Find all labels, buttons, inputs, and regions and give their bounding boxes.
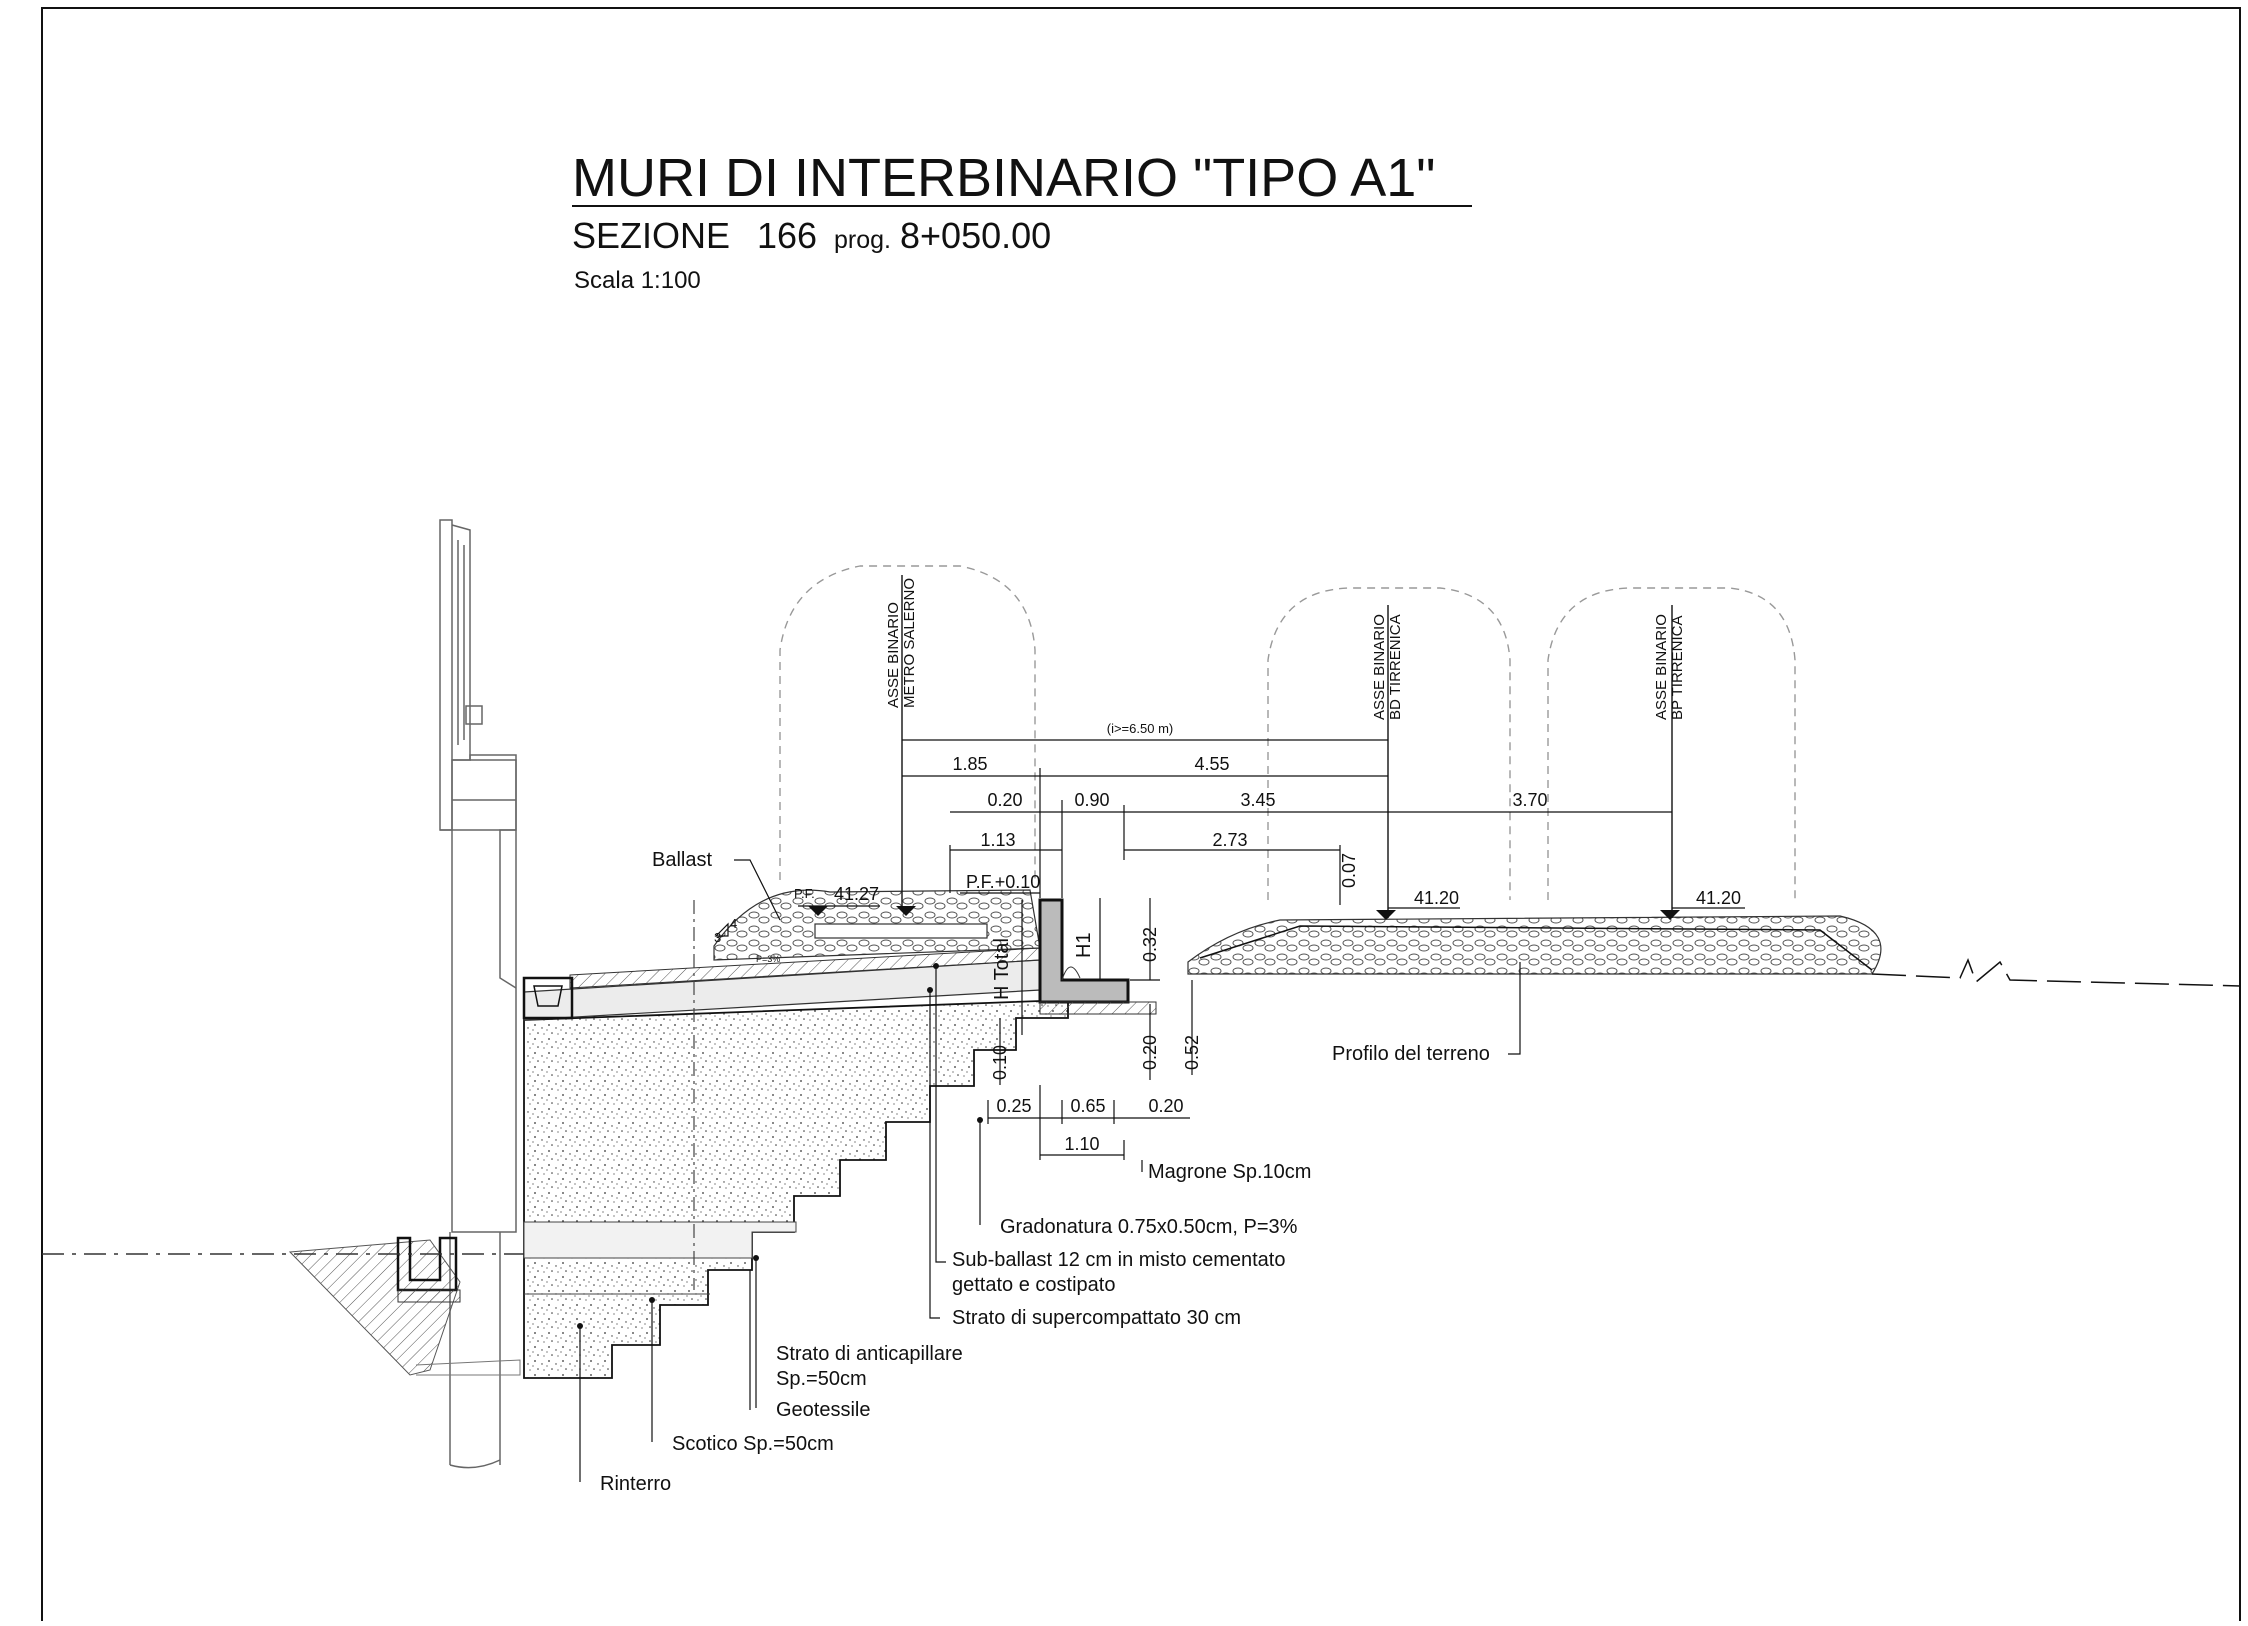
dim-032: 0.32 bbox=[1140, 927, 1160, 962]
label-ballast: Ballast bbox=[652, 849, 712, 871]
pf-marker bbox=[808, 906, 828, 916]
dim-185: 1.85 bbox=[952, 754, 987, 774]
label-geotessile: Geotessile bbox=[776, 1399, 871, 1421]
h1-label: H1 bbox=[1073, 932, 1095, 958]
dim-025: 0.25 bbox=[996, 1096, 1031, 1116]
dim-052: 0.52 bbox=[1182, 1035, 1202, 1070]
prog-value: 8+050.00 bbox=[900, 215, 1051, 256]
dim-273: 2.73 bbox=[1212, 830, 1247, 850]
section-number: 166 bbox=[757, 215, 817, 256]
label-anticapillare-2: Sp.=50cm bbox=[776, 1368, 867, 1390]
ground-profile-far bbox=[1871, 957, 2241, 987]
gauge-bp bbox=[1547, 587, 1796, 900]
dim-065: 0.65 bbox=[1070, 1096, 1105, 1116]
bp-elevation: 41.20 bbox=[1696, 888, 1741, 908]
anticapillare-layer bbox=[523, 1221, 797, 1259]
slope-v: 4 bbox=[730, 916, 737, 931]
leader-subballast bbox=[935, 966, 946, 1263]
label-scotico: Scotico Sp.=50cm bbox=[672, 1433, 834, 1455]
label-subballast-2: gettato e costipato bbox=[952, 1274, 1115, 1296]
dim-020c: 0.20 bbox=[1148, 1096, 1183, 1116]
axis-bp-label-2: BP TIRRENICA bbox=[1669, 616, 1686, 720]
label-gradonatura: Gradonatura 0.75x0.50cm, P=3% bbox=[1000, 1216, 1298, 1238]
axis-bp-label-1: ASSE BINARIO bbox=[1653, 614, 1670, 720]
section-label: SEZIONE bbox=[572, 215, 730, 256]
sheet-frame bbox=[41, 7, 2241, 1626]
axis-metro-label-1: ASSE BINARIO bbox=[885, 602, 902, 708]
gauge-bd bbox=[1267, 587, 1511, 900]
slope-triangle bbox=[714, 922, 729, 937]
dim-370: 3.70 bbox=[1512, 790, 1547, 810]
left-structure bbox=[439, 519, 517, 1469]
label-supercompattato: Strato di supercompattato 30 cm bbox=[952, 1307, 1241, 1329]
leader-profilo bbox=[1508, 962, 1521, 1055]
axis-bd-label-1: ASSE BINARIO bbox=[1371, 614, 1388, 720]
dim-010: 0.10 bbox=[990, 1045, 1010, 1080]
dim-020b: 0.20 bbox=[1140, 1035, 1160, 1070]
label-magrone: Magrone Sp.10cm bbox=[1148, 1161, 1311, 1183]
slope-note: P=3% bbox=[756, 954, 780, 964]
leader-ballast bbox=[734, 859, 781, 921]
pf-plus-010: P.F.+0.10 bbox=[966, 872, 1040, 892]
dim-345: 3.45 bbox=[1240, 790, 1275, 810]
htotal-label: H Total bbox=[991, 938, 1013, 1000]
ground-profile bbox=[1199, 925, 1873, 971]
embankment-body bbox=[523, 999, 1069, 1379]
pf-elevation: 41.27 bbox=[834, 884, 879, 904]
dim-110: 1.10 bbox=[1064, 1134, 1099, 1154]
ballast-right bbox=[1187, 915, 1882, 975]
dim-020a: 0.20 bbox=[987, 790, 1022, 810]
dim-007: 0.07 bbox=[1339, 853, 1359, 888]
label-profilo: Profilo del terreno bbox=[1332, 1043, 1490, 1065]
dim-455: 4.55 bbox=[1194, 754, 1229, 774]
dim-090: 0.90 bbox=[1074, 790, 1109, 810]
axis-metro-label-2: METRO SALERNO bbox=[901, 578, 918, 708]
prog-label: prog. bbox=[834, 226, 891, 254]
scale-label: Scala 1:100 bbox=[574, 267, 701, 294]
magrone-layer bbox=[1039, 1001, 1157, 1015]
label-rinterro: Rinterro bbox=[600, 1473, 671, 1495]
label-subballast-1: Sub-ballast 12 cm in misto cementato bbox=[952, 1249, 1286, 1271]
label-anticapillare-1: Strato di anticapillare bbox=[776, 1343, 963, 1365]
sleeper-metro bbox=[814, 923, 988, 939]
dim-113: 1.13 bbox=[980, 830, 1015, 850]
leader-supercompattato bbox=[929, 990, 940, 1319]
slope-h: 3 bbox=[714, 930, 721, 945]
side-drain bbox=[522, 976, 574, 1020]
pf-label: P.F. bbox=[794, 886, 815, 901]
drawing-title: MURI DI INTERBINARIO "TIPO A1" bbox=[572, 148, 1435, 208]
axis-bd-label-2: BD TIRRENICA bbox=[1387, 614, 1404, 720]
bd-elevation: 41.20 bbox=[1414, 888, 1459, 908]
left-channel bbox=[288, 1236, 521, 1376]
dim-min-distance: (i>=6.50 m) bbox=[1107, 721, 1173, 736]
